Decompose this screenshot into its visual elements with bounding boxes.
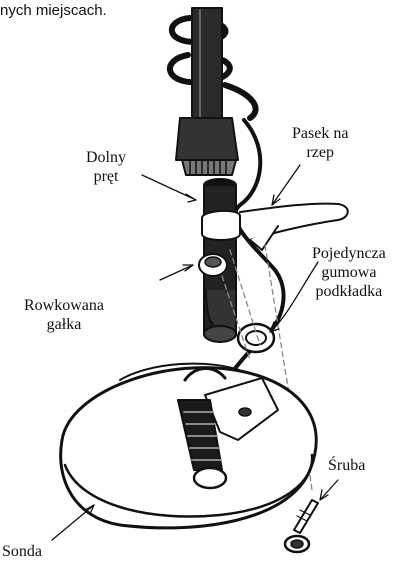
label-pojedyncza-gumowa-podkladka: Pojedyncza gumowa podkładka	[312, 244, 386, 301]
label-dolny-pret: Dolny pręt	[86, 148, 126, 186]
screw	[285, 500, 318, 552]
label-line: Pojedyncza	[312, 244, 386, 263]
label-line: Rowkowana	[24, 296, 104, 315]
label-line: Dolny	[86, 148, 126, 167]
rubber-washer	[238, 324, 274, 352]
knurled-nut	[176, 118, 238, 175]
label-rowkowana-galka: Rowkowana gałka	[24, 296, 104, 334]
label-sruba: Śruba	[328, 456, 365, 475]
label-pasek-na-rzep: Pasek na rzep	[292, 124, 348, 162]
label-line: Śruba	[328, 456, 365, 475]
label-line: rzep	[292, 143, 348, 162]
label-line: Pasek na	[292, 124, 348, 143]
label-line: podkładka	[312, 282, 386, 301]
label-sonda: Sonda	[2, 542, 42, 561]
upper-shaft	[192, 8, 222, 118]
label-line: Sonda	[2, 542, 42, 561]
knurled-knob	[199, 254, 227, 276]
label-line: gumowa	[312, 263, 386, 282]
label-line: gałka	[24, 315, 104, 334]
label-line: pręt	[86, 167, 126, 186]
